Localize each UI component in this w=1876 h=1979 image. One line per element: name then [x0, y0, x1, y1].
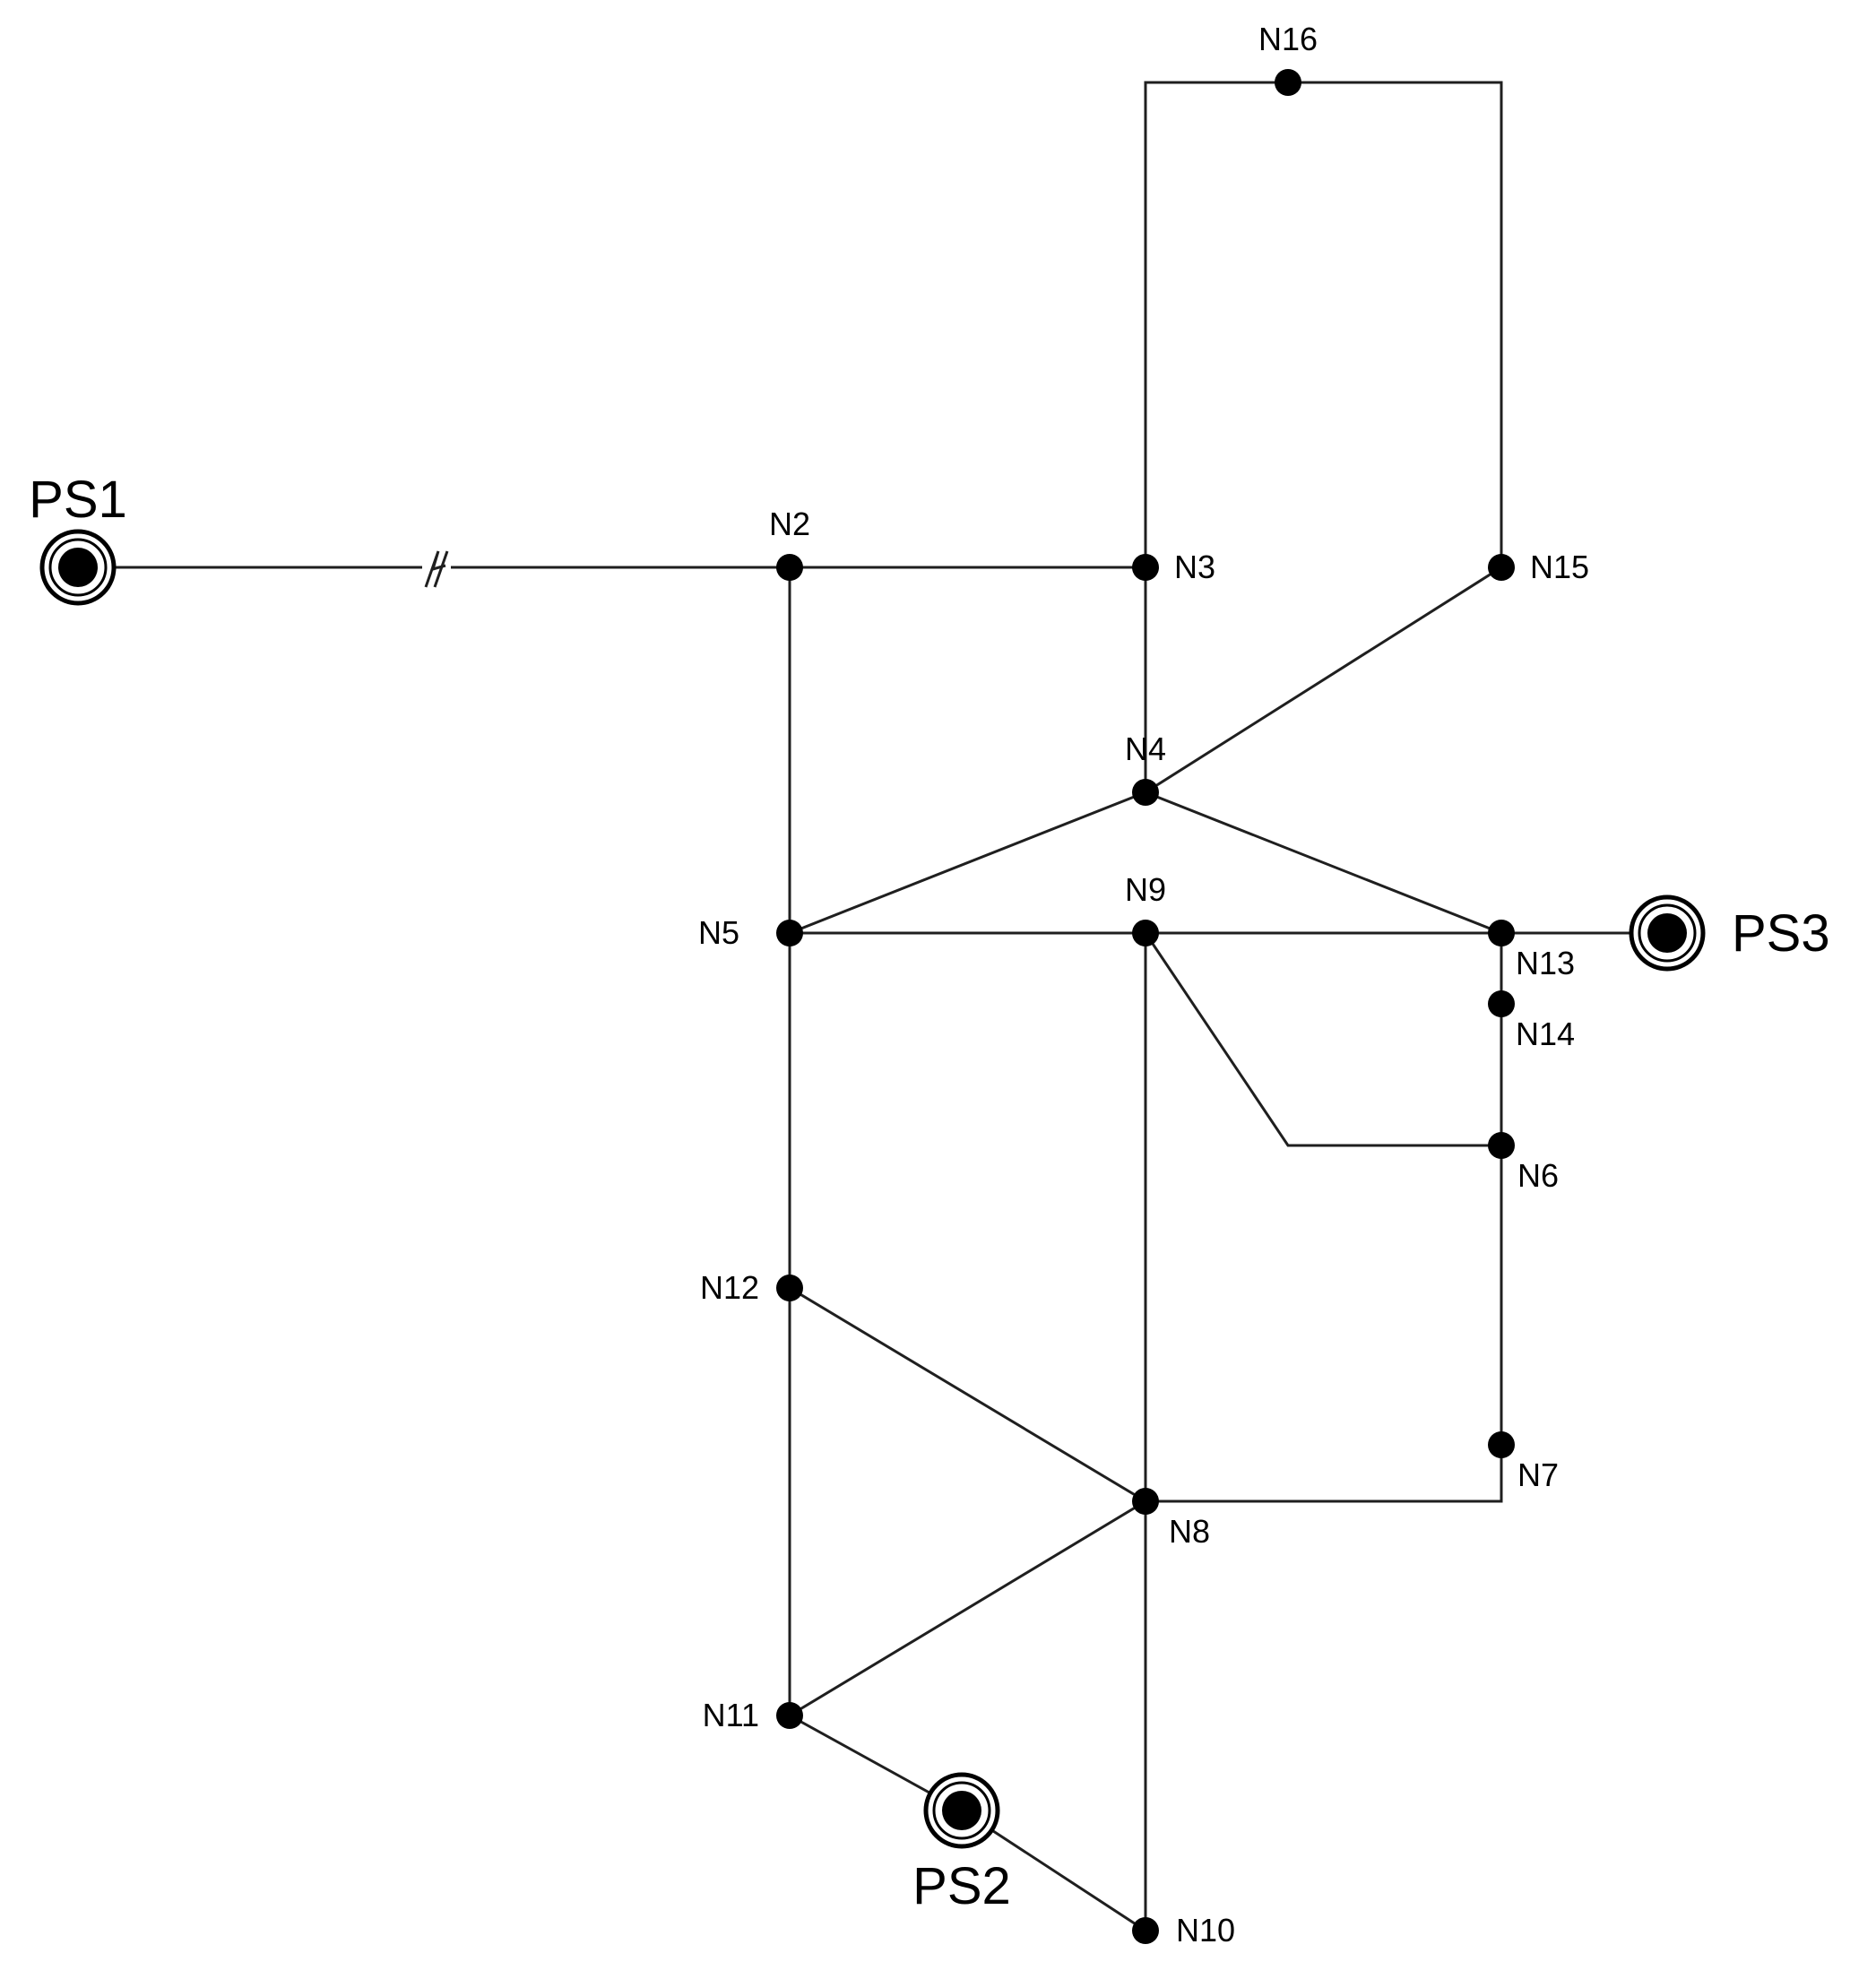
node-label: N6: [1517, 1157, 1559, 1194]
node-n10: N10: [1132, 1912, 1235, 1949]
node-n5: N5: [698, 914, 803, 951]
edge-n4-n13: [1144, 791, 1503, 935]
power-source-ps3: PS3: [1629, 894, 1830, 972]
node-dot: [1488, 920, 1515, 946]
edge-n3-n16: [1144, 81, 1290, 569]
node-dot: [776, 1702, 803, 1729]
node-n16: N16: [1258, 21, 1318, 96]
node-dot: [1488, 1431, 1515, 1458]
power-source-label: PS2: [912, 1857, 1011, 1915]
edge-n11-n8: [787, 1499, 1148, 1718]
node-n11: N11: [703, 1697, 803, 1733]
node-n4: N4: [1125, 730, 1166, 806]
node-n7: N7: [1488, 1431, 1559, 1493]
power-source-core: [942, 1791, 981, 1830]
node-label: N9: [1125, 871, 1166, 908]
node-n14: N14: [1488, 990, 1575, 1052]
node-dot: [1132, 1917, 1159, 1944]
power-source-core: [58, 548, 98, 587]
node-dot: [1488, 1132, 1515, 1159]
node-n2: N2: [769, 506, 810, 581]
node-dot: [1132, 554, 1159, 581]
node-dot: [1488, 554, 1515, 581]
power-source-ps1: PS1: [29, 471, 127, 606]
edge-n12-n8: [787, 1285, 1148, 1504]
node-label: N5: [698, 914, 739, 951]
edge-n4-n5: [788, 791, 1147, 935]
node-n8: N8: [1132, 1488, 1210, 1550]
node-dot: [776, 920, 803, 946]
node-n3: N3: [1132, 549, 1215, 585]
line-break-icon: [424, 550, 446, 588]
node-label: N8: [1169, 1513, 1210, 1550]
power-source-core: [1647, 913, 1687, 953]
node-n9: N9: [1125, 871, 1166, 946]
node-label: N11: [703, 1697, 759, 1733]
node-dot: [1132, 1488, 1159, 1515]
node-n13: N13: [1488, 920, 1575, 981]
node-label: N7: [1517, 1456, 1559, 1493]
node-label: N10: [1176, 1912, 1235, 1949]
power-source-label: PS1: [29, 471, 127, 529]
edge-n9-n6: [1143, 930, 1503, 1147]
power-source-label: PS3: [1732, 904, 1830, 963]
node-n15: N15: [1488, 549, 1589, 585]
line-break-icon: [433, 550, 449, 588]
edge-n7-n8: [1144, 1443, 1503, 1503]
node-dot: [1488, 990, 1515, 1017]
node-label: N3: [1174, 549, 1215, 585]
node-dot: [776, 554, 803, 581]
node-label: N15: [1530, 549, 1589, 585]
node-label: N2: [769, 506, 810, 542]
node-label: N12: [700, 1269, 759, 1306]
node-label: N14: [1516, 1015, 1575, 1052]
edges-layer: [76, 81, 1669, 1933]
edge-n16-n15: [1286, 81, 1503, 569]
node-dot: [1132, 920, 1159, 946]
node-label: N13: [1516, 945, 1575, 981]
node-dot: [1132, 779, 1159, 806]
node-n12: N12: [700, 1269, 803, 1306]
node-n6: N6: [1488, 1132, 1559, 1194]
node-label: N16: [1258, 21, 1318, 57]
node-dot: [776, 1275, 803, 1301]
node-label: N4: [1125, 730, 1166, 767]
power-source-ps2: PS2: [912, 1772, 1011, 1915]
edge-n4-n15: [1143, 565, 1504, 795]
node-dot: [1275, 69, 1301, 96]
